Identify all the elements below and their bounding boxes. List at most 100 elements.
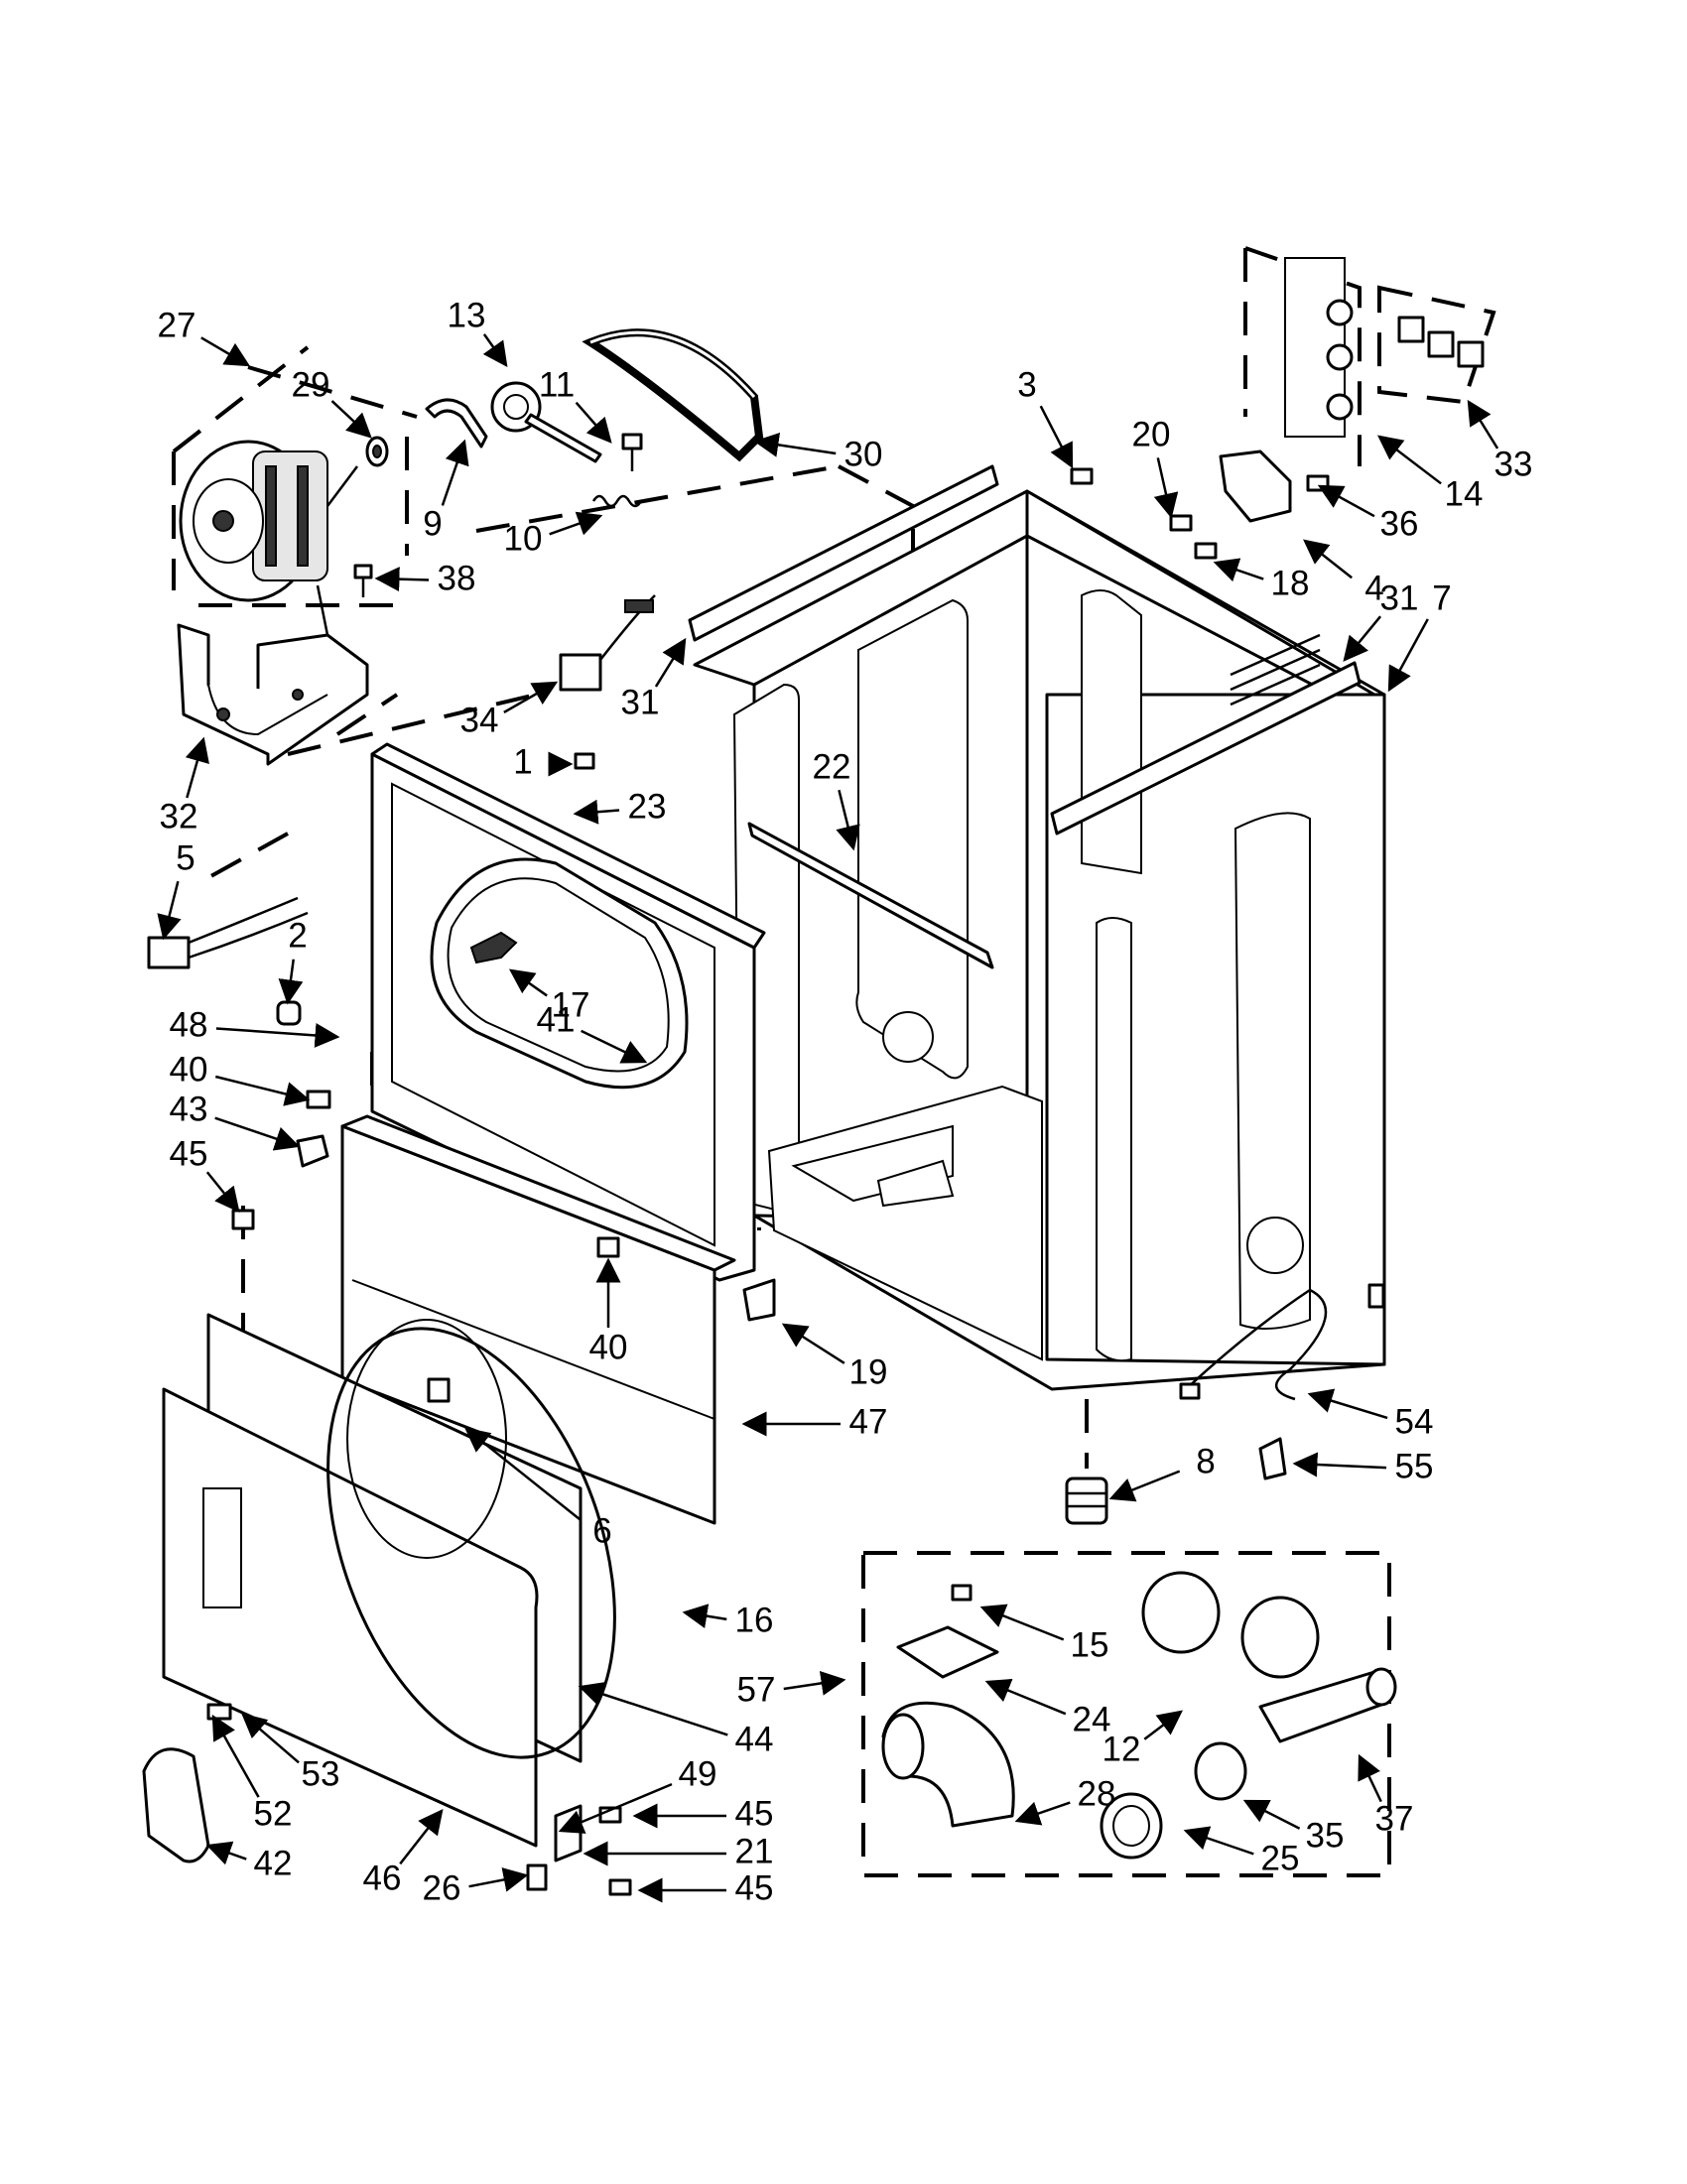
leader-arrow-c52 <box>211 1714 260 1798</box>
callout-label-c32: 32 <box>160 797 198 835</box>
callout-label-c19: 19 <box>849 1352 888 1391</box>
callout-label-c55: 55 <box>1395 1447 1434 1485</box>
drive-motor <box>179 440 358 602</box>
callout-label-c30: 30 <box>844 435 883 473</box>
leader-arrow-c6 <box>464 1427 582 1521</box>
callout-label-c4: 4 <box>1364 569 1383 607</box>
leader-arrow-c24 <box>984 1678 1067 1716</box>
drum-support-rod <box>747 822 994 969</box>
leader-arrow-c8 <box>1108 1470 1181 1502</box>
leader-arrow-c12 <box>1143 1710 1183 1740</box>
leader-arrow-c5 <box>157 880 182 941</box>
callout-label-c34: 34 <box>460 701 499 739</box>
leader-arrow-c15 <box>979 1604 1065 1641</box>
callout-label-c49: 49 <box>679 1754 717 1793</box>
leader-arrow-c37 <box>1358 1753 1382 1803</box>
terminal-block-assembly <box>1219 246 1496 523</box>
leader-arrow-c48 <box>215 1022 340 1048</box>
leader-arrow-c20 <box>1153 457 1179 519</box>
toe-panel <box>340 1114 736 1525</box>
door-hinge-parts <box>526 1804 632 1896</box>
callout-label-c21: 21 <box>735 1832 774 1870</box>
leader-arrow-c29 <box>330 400 372 439</box>
callout-label-c41: 41 <box>537 1000 576 1039</box>
callout-label-c23: 23 <box>628 787 667 826</box>
leader-arrow-c31a <box>654 637 687 688</box>
leader-arrow-c44 <box>578 1682 728 1736</box>
leader-arrow-c46 <box>399 1809 444 1865</box>
leader-arrow-c23 <box>573 799 620 825</box>
callout-label-c6: 6 <box>592 1511 611 1550</box>
callout-label-c16: 16 <box>735 1601 774 1639</box>
callout-label-c18: 18 <box>1271 564 1310 602</box>
leader-arrow-c43 <box>214 1116 301 1151</box>
leader-arrow-c31b <box>1343 615 1382 662</box>
leader-arrow-c27 <box>200 336 251 367</box>
callout-label-c5: 5 <box>176 838 195 877</box>
leader-arrow-c53 <box>241 1713 300 1764</box>
callout-label-c24: 24 <box>1073 1700 1111 1738</box>
callout-label-c45a: 45 <box>170 1134 208 1173</box>
callout-label-c47: 47 <box>849 1402 888 1441</box>
callout-label-c43: 43 <box>170 1090 208 1128</box>
callout-label-c12: 12 <box>1103 1730 1141 1768</box>
leader-arrow-c13 <box>482 333 508 368</box>
leader-arrow-c3 <box>1039 405 1074 469</box>
leader-arrow-c17 <box>508 968 548 997</box>
leader-arrow-c25 <box>1183 1826 1254 1856</box>
leader-arrow-c7 <box>1387 618 1429 693</box>
callout-label-c48: 48 <box>170 1005 208 1044</box>
callout-label-c37: 37 <box>1375 1799 1414 1838</box>
callout-label-c15: 15 <box>1071 1625 1109 1664</box>
callout-label-c17: 17 <box>552 985 590 1024</box>
callout-label-c45b: 45 <box>735 1794 774 1833</box>
callout-label-c28: 28 <box>1078 1774 1116 1813</box>
callout-label-c54: 54 <box>1395 1402 1434 1441</box>
leader-arrow-c33 <box>1467 399 1499 450</box>
callout-label-c3: 3 <box>1017 365 1036 404</box>
callout-label-c8: 8 <box>1196 1442 1215 1480</box>
motor-mount <box>177 584 369 766</box>
callout-label-c9: 9 <box>423 504 442 543</box>
power-cord <box>1179 1283 1385 1480</box>
callout-label-c7: 7 <box>1432 578 1451 617</box>
callout-label-c38: 38 <box>438 559 476 597</box>
callout-label-c1: 1 <box>513 742 532 781</box>
callout-label-c11: 11 <box>539 365 575 404</box>
leader-arrow-c14 <box>1377 435 1442 485</box>
cabinet <box>693 489 1386 1391</box>
leader-arrow-c49 <box>558 1782 673 1834</box>
leader-arrow-c57 <box>783 1670 846 1696</box>
callout-label-c53: 53 <box>302 1754 340 1793</box>
leader-arrow-c19 <box>781 1323 845 1364</box>
door-switch-screw <box>574 752 595 770</box>
leader-arrow-c34 <box>503 681 559 713</box>
leader-arrow-c32 <box>185 736 209 799</box>
callout-label-c20: 20 <box>1132 415 1171 453</box>
callout-label-c22: 22 <box>813 747 851 786</box>
callout-label-c25: 25 <box>1261 1839 1300 1877</box>
drive-belt <box>582 328 764 462</box>
callout-label-c31a: 31 <box>621 683 660 721</box>
exhaust-kit <box>861 1551 1397 1877</box>
callout-label-c44: 44 <box>735 1720 774 1758</box>
cabinet-top-rails <box>688 464 1362 835</box>
toe-panel-bracket <box>742 1278 776 1322</box>
leader-arrow-c35 <box>1242 1799 1301 1830</box>
callout-label-c52: 52 <box>254 1794 293 1833</box>
callout-label-c10: 10 <box>504 519 543 558</box>
motor-clip <box>425 398 488 449</box>
door-handle <box>142 1703 232 1863</box>
callout-label-c13: 13 <box>448 296 486 334</box>
leader-arrow-c10 <box>549 511 603 536</box>
callout-label-c26: 26 <box>423 1868 461 1907</box>
leader-arrow-c11 <box>575 401 612 444</box>
front-bulkhead <box>370 742 766 1282</box>
leader-arrow-c2 <box>278 959 304 1005</box>
leader-arrow-c54 <box>1307 1388 1388 1420</box>
leader-arrow-c9 <box>441 439 469 506</box>
callout-label-c42: 42 <box>254 1844 293 1882</box>
leader-arrow-c40a <box>214 1075 311 1106</box>
cabinet-screws <box>1070 467 1218 560</box>
